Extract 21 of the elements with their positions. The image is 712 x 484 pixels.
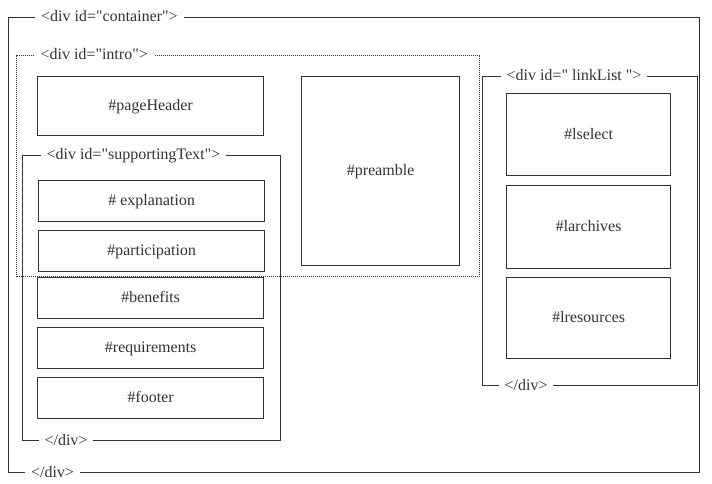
layout-block (37, 277, 264, 319)
layout-block (37, 76, 264, 136)
layout-block (38, 230, 265, 272)
block-label: #preamble (346, 162, 414, 180)
block-label: #participation (107, 242, 196, 260)
block-label: #benefits (121, 289, 180, 307)
layout-block (37, 377, 264, 419)
block-label: #pageHeader (108, 97, 193, 115)
block-label: #lresources (552, 309, 625, 327)
block-label: #footer (127, 389, 174, 407)
layout-block (37, 327, 264, 369)
layout-block (506, 185, 671, 269)
block-label: #larchives (556, 218, 622, 236)
layout-block (506, 93, 671, 176)
layout-block (301, 76, 460, 266)
layout-block (38, 180, 265, 222)
opening-tag-label: <div id="supportingText"> (40, 146, 226, 164)
block-label: #lselect (564, 126, 613, 144)
block-label: #requirements (104, 339, 196, 357)
block-label: # explanation (108, 192, 195, 210)
layout-block (506, 277, 671, 359)
